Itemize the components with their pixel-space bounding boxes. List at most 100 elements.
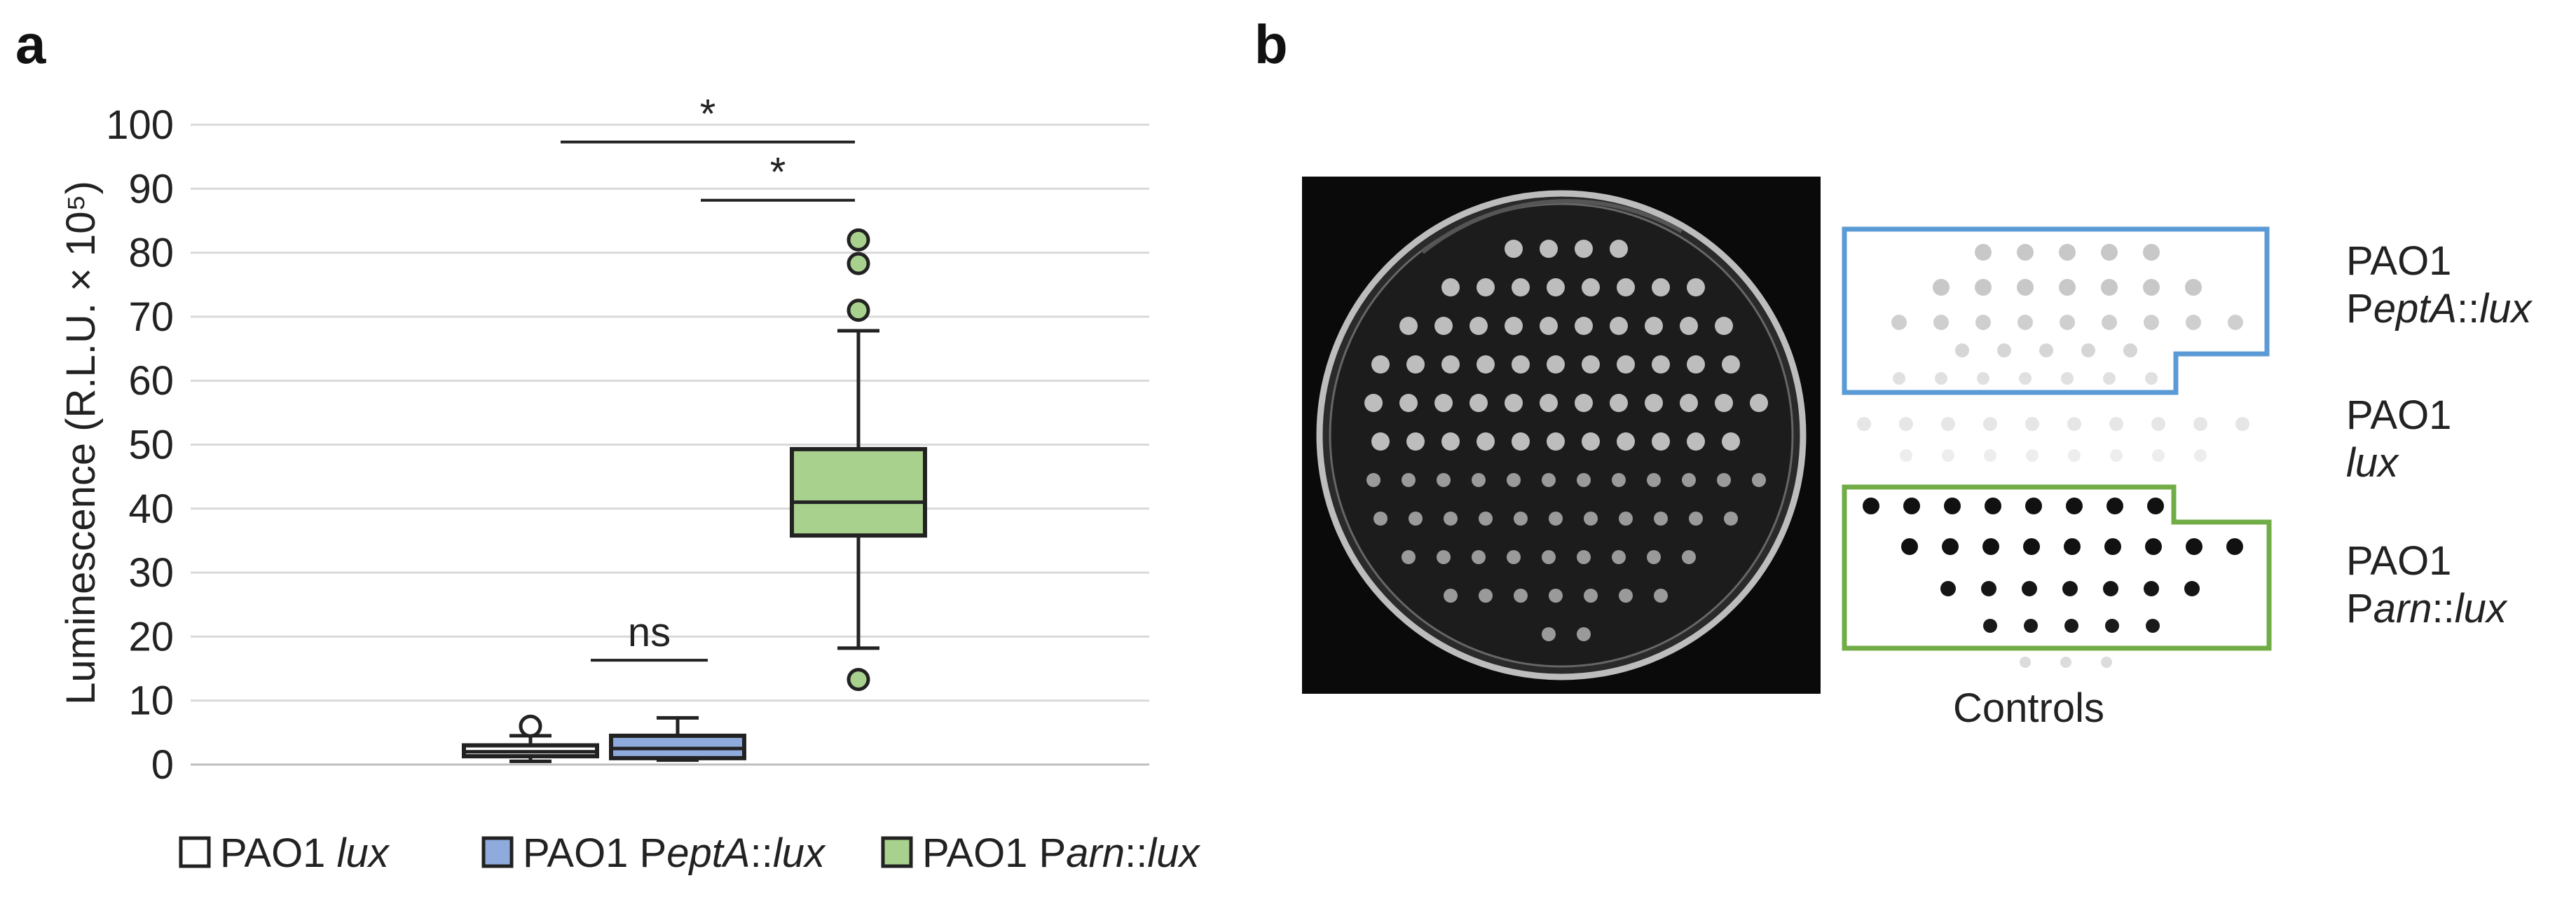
colony-spot — [1654, 512, 1668, 526]
significance-label: * — [700, 92, 716, 137]
luminescence-spot — [2144, 315, 2159, 330]
colony-spot — [1715, 394, 1733, 412]
luminescence-spot — [2023, 538, 2040, 555]
luminescence-spot — [2017, 244, 2034, 261]
colony-spot — [1364, 394, 1383, 412]
colony-spot — [1540, 240, 1558, 258]
luminescence-spot — [2145, 372, 2158, 385]
colony-spot — [1371, 355, 1390, 374]
luminescence-spot — [2064, 619, 2078, 633]
colony-spot — [1505, 317, 1523, 335]
colony-spot — [1542, 473, 1556, 487]
outlier-point — [847, 668, 870, 692]
colony-spot — [1472, 473, 1486, 487]
legend-pepta-text-part: :: — [751, 830, 773, 876]
colony-spot — [1441, 432, 1460, 451]
colony-spot — [1540, 394, 1558, 412]
luminescence-spot — [2145, 538, 2162, 555]
label-lux-line2-part: lux — [2346, 440, 2399, 486]
colony-spot — [1479, 589, 1493, 603]
luminescence-spot — [2039, 343, 2053, 357]
label-parn-line2-part: lux — [2455, 586, 2508, 631]
luminescence-spot — [1940, 581, 1956, 596]
luminescence-spot — [2060, 657, 2071, 668]
colony-spot — [1373, 512, 1388, 526]
colony-spot — [1617, 278, 1635, 296]
colony-spot — [1437, 550, 1451, 564]
luminescence-spot — [2101, 279, 2118, 296]
colony-spot — [1434, 317, 1453, 335]
colony-spot — [1437, 473, 1451, 487]
luminescence-spot — [2146, 619, 2160, 633]
colony-spot — [1610, 317, 1628, 335]
colony-spot — [1647, 550, 1661, 564]
colony-spot — [1645, 317, 1663, 335]
colony-spot — [1575, 240, 1593, 258]
luminescence-spot — [2144, 581, 2159, 596]
label-parn-line2-part: P — [2346, 586, 2373, 631]
luminescence-spot — [2103, 581, 2118, 596]
colony-spot — [1715, 317, 1733, 335]
y-tick-label: 20 — [128, 614, 174, 659]
colony-spot — [1547, 278, 1565, 296]
outlier-point — [519, 714, 542, 738]
colony-spot — [1549, 589, 1563, 603]
colony-spot — [1722, 355, 1740, 374]
y-axis-label: Luminescence (R.L.U. × 10⁵) — [58, 181, 104, 705]
colony-spot — [1687, 432, 1705, 451]
colony-spot — [1647, 473, 1661, 487]
luminescence-spot — [2017, 279, 2034, 296]
luminescence-spot — [2101, 244, 2118, 261]
luminescence-spot — [2226, 538, 2243, 555]
colony-spot — [1479, 512, 1493, 526]
luminescence-spot — [2106, 498, 2123, 514]
luminescence-spot — [1944, 498, 1961, 514]
label-pepta-line2-part: P — [2346, 286, 2373, 331]
colony-spot — [1582, 278, 1600, 296]
label-parn-line2: Parn::lux — [2346, 586, 2508, 631]
box-series-0 — [462, 714, 599, 763]
colony-spot — [1399, 317, 1418, 335]
colony-spot — [1477, 432, 1495, 451]
luminescence-spot — [1857, 417, 1871, 431]
luminescence-spot — [2105, 619, 2119, 633]
box-series-1 — [609, 715, 746, 762]
luminescence-spot — [2019, 372, 2032, 385]
colony-spot — [1577, 473, 1591, 487]
parn-outline — [1842, 484, 2272, 651]
significance-label: ns — [628, 610, 671, 655]
colony-spot — [1472, 550, 1486, 564]
colony-spot — [1612, 473, 1626, 487]
y-tick-label: 60 — [128, 358, 174, 404]
colony-spot — [1582, 432, 1600, 451]
luminescence-spot — [2143, 244, 2160, 261]
luminescence-spot — [2059, 279, 2076, 296]
luminescence-spot — [2103, 372, 2116, 385]
colony-spot — [1505, 240, 1523, 258]
y-tick-label: 40 — [128, 486, 174, 532]
colony-spot — [1584, 589, 1598, 603]
y-tick-label: 50 — [128, 423, 174, 468]
colony-spot — [1680, 317, 1698, 335]
colony-spot — [1682, 550, 1696, 564]
colony-spot — [1469, 317, 1488, 335]
colony-spot — [1477, 278, 1495, 296]
luminescence-spot — [2186, 315, 2201, 330]
label-parn-line1: PAO1 — [2346, 538, 2451, 584]
colony-spot — [1722, 432, 1740, 451]
legend-parn-text-part: lux — [1147, 830, 1200, 876]
colony-spot — [1617, 432, 1635, 451]
significance-label: * — [770, 150, 786, 196]
colony-spot — [1652, 432, 1670, 451]
luminescence-spot — [2022, 581, 2037, 596]
label-lux-line1: PAO1 — [2346, 392, 2451, 438]
colony-spot — [1584, 512, 1598, 526]
legend-pepta-swatch — [481, 836, 514, 868]
box-iqr — [790, 446, 927, 538]
colony-spot — [1652, 355, 1670, 374]
colony-spot — [1406, 355, 1425, 374]
legend-parn-text: PAO1 Parn::lux — [922, 830, 1200, 876]
